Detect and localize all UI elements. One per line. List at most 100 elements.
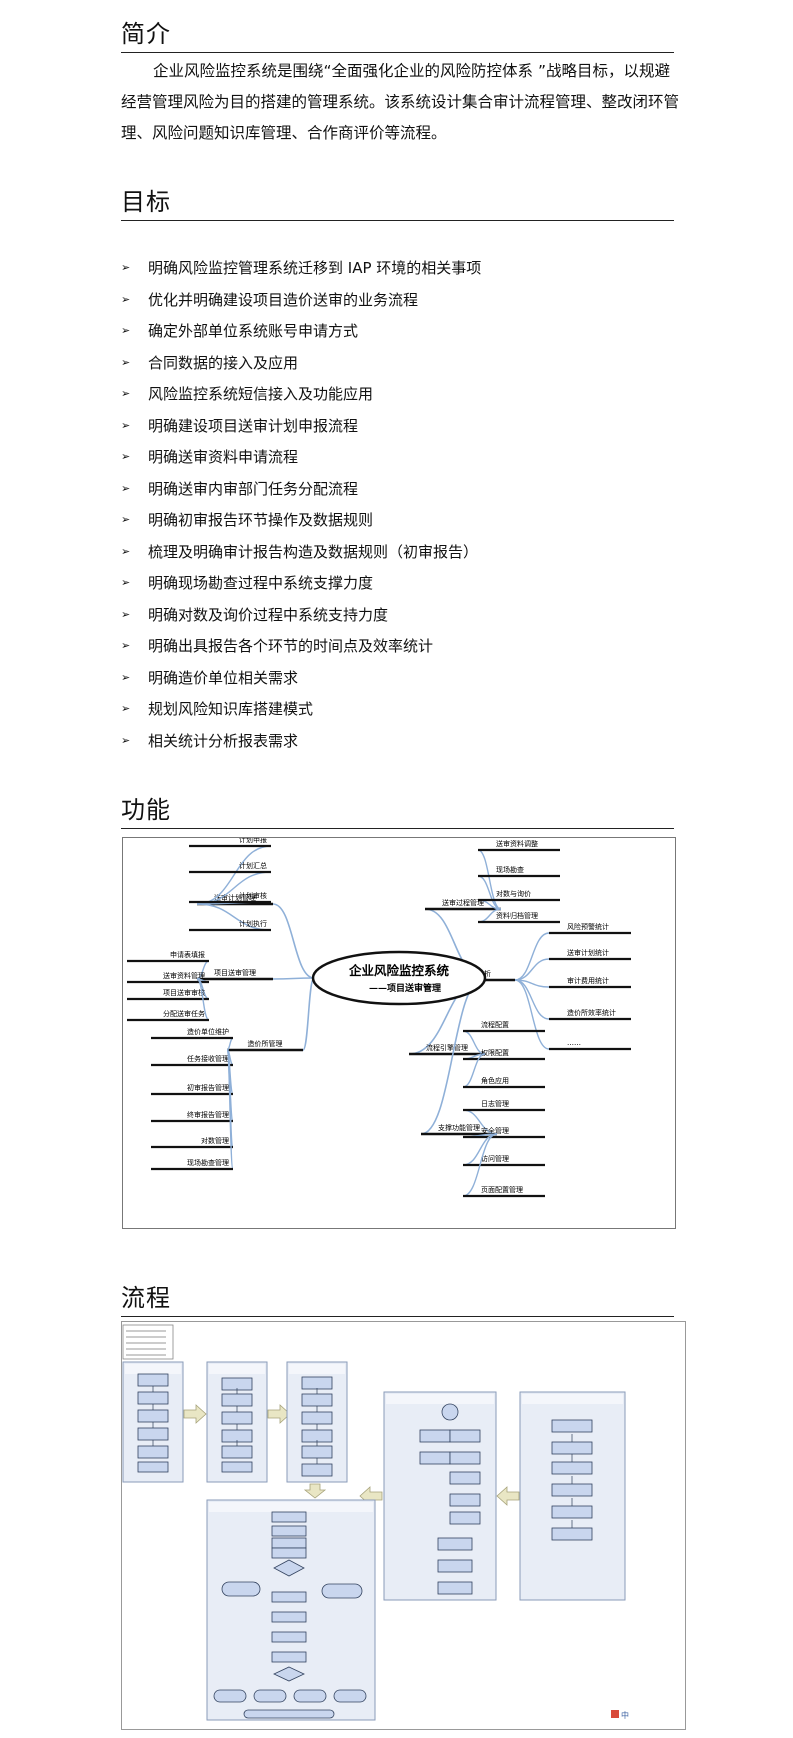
flow-corner-label: 中 — [621, 1710, 629, 1720]
flow-box — [137, 1461, 169, 1473]
flow-box — [551, 1483, 593, 1497]
flow-corner-icon — [611, 1710, 619, 1718]
flow-terminal — [213, 1689, 247, 1703]
mindmap-leaf-label: 审计费用统计 — [567, 976, 609, 985]
mindmap-leaf-label: 访问管理 — [481, 1154, 509, 1163]
mindmap-leaf-label: 项目送审审核 — [163, 988, 205, 997]
arrow-bullet-icon: ➢ — [121, 418, 131, 432]
arrow-bullet-icon: ➢ — [121, 702, 131, 715]
flow-arrow-left — [496, 1486, 520, 1506]
flow-box — [137, 1391, 169, 1405]
functions-rule — [121, 828, 674, 829]
goals-title: 目标 — [121, 188, 171, 216]
goal-item: ➢优化并明确建设项目造价送审的业务流程 — [121, 288, 481, 320]
flow-box — [551, 1505, 593, 1519]
flow-box — [437, 1581, 473, 1595]
mindmap-connector — [226, 1049, 234, 1170]
flow-box — [137, 1445, 169, 1459]
goals-list: ➢明确风险监控管理系统迁移到 IAP 环境的相关事项 ➢优化并明确建设项目造价送… — [121, 256, 481, 760]
mindmap-connector — [226, 1037, 234, 1051]
mindmap-diagram: 送审计划管理计划申报计划汇总计划审核计划执行项目送审管理申请表填报送审资料管理项… — [127, 835, 631, 1198]
arrow-bullet-icon: ➢ — [121, 639, 131, 652]
process-title: 流程 — [121, 1284, 171, 1312]
arrow-bullet-icon: ➢ — [121, 355, 131, 369]
flow-box — [437, 1559, 473, 1573]
flow-box — [221, 1411, 253, 1425]
arrow-bullet-icon: ➢ — [121, 733, 131, 747]
mindmap-connector — [514, 958, 550, 981]
goal-item: ➢相关统计分析报表需求 — [121, 729, 481, 761]
flow-box — [449, 1511, 481, 1525]
mindmap-leaf-label: 计划执行 — [239, 919, 267, 928]
goal-item: ➢规划风险知识库搭建模式 — [121, 697, 481, 729]
flow-terminal — [243, 1709, 335, 1719]
mindmap-leaf-label: 现场勘查管理 — [187, 1158, 229, 1167]
flow-box — [449, 1493, 481, 1507]
flow-terminal — [293, 1689, 327, 1703]
intro-paragraph-text: 企业风险监控系统是围绕“全面强化企业的风险防控体系 ”战略目标，以规避经营管理风… — [121, 62, 680, 142]
flow-box — [271, 1525, 307, 1537]
flow-decision — [273, 1666, 305, 1682]
arrow-bullet-icon: ➢ — [121, 387, 131, 400]
flow-box — [551, 1441, 593, 1455]
mindmap-leaf-label: 日志管理 — [481, 1099, 509, 1108]
flow-box — [301, 1393, 333, 1407]
mindmap-connector — [462, 1133, 498, 1197]
mindmap-connector — [196, 978, 210, 1021]
mindmap-leaf-label: 送审资料管理 — [163, 971, 205, 980]
arrow-bullet-icon: ➢ — [121, 324, 131, 337]
mindmap-leaf-label: 对数与询价 — [496, 889, 531, 898]
flow-panel-header — [386, 1394, 494, 1404]
arrow-bullet-icon: ➢ — [121, 481, 131, 495]
mindmap-branch-label: 送审计划管理 — [214, 893, 256, 902]
arrow-bullet-icon: ➢ — [121, 576, 131, 589]
mindmap-branch-label: 项目送审管理 — [214, 968, 256, 977]
goal-item: ➢风险监控系统短信接入及功能应用 — [121, 382, 481, 414]
functions-title: 功能 — [121, 796, 171, 824]
mindmap-leaf-label: 任务接收管理 — [187, 1054, 229, 1063]
flow-arrow-down — [303, 1483, 327, 1499]
flow-start-node — [441, 1403, 459, 1421]
mindmap-branch-label: 支撑功能管理 — [438, 1123, 480, 1132]
flow-box — [137, 1427, 169, 1441]
flow-box — [301, 1376, 333, 1390]
mindmap-figure: 送审计划管理计划申报计划汇总计划审核计划执行项目送审管理申请表填报送审资料管理项… — [122, 835, 676, 1229]
mindmap-leaf-label: 送审计划统计 — [567, 948, 609, 957]
flow-box — [221, 1461, 253, 1473]
arrow-bullet-icon: ➢ — [121, 513, 131, 526]
mindmap-leaf-label: 申请表填报 — [170, 950, 205, 959]
mindmap-center-subtitle: ——项目送审管理 — [369, 982, 441, 994]
flow-panel-header — [522, 1394, 623, 1404]
flow-box — [221, 1445, 253, 1459]
goal-item: ➢确定外部单位系统账号申请方式 — [121, 319, 481, 351]
flowchart-diagram: 中 — [122, 1324, 629, 1721]
flow-box — [137, 1409, 169, 1423]
flow-box — [449, 1471, 481, 1485]
mindmap-leaf-label: 对数管理 — [201, 1136, 229, 1145]
goals-rule — [121, 220, 674, 221]
flow-terminal — [321, 1583, 363, 1599]
flow-box — [449, 1451, 481, 1465]
flow-panel-header — [209, 1502, 373, 1512]
mindmap-leaf-label: 初审报告管理 — [187, 1083, 229, 1092]
arrow-bullet-icon: ➢ — [121, 261, 131, 274]
goal-item: ➢明确送审资料申请流程 — [121, 445, 481, 477]
goal-item: ➢明确送审内审部门任务分配流程 — [121, 477, 481, 509]
mindmap-leaf-label: 安全管理 — [481, 1126, 509, 1135]
flow-box — [551, 1527, 593, 1541]
mindmap-leaf-label: …… — [567, 1039, 581, 1047]
flow-box — [271, 1511, 307, 1523]
goal-item: ➢明确对数及询价过程中系统支持力度 — [121, 603, 481, 635]
arrow-bullet-icon: ➢ — [121, 450, 131, 463]
mindmap-leaf-label: 计划汇总 — [239, 861, 267, 870]
mindmap-center-ellipse — [311, 950, 487, 1006]
flow-legend — [122, 1324, 174, 1360]
mindmap-leaf-label: 终审报告管理 — [187, 1110, 229, 1119]
mindmap-leaf-label: 页面配置管理 — [481, 1185, 523, 1194]
flow-box — [221, 1393, 253, 1407]
flow-box — [301, 1411, 333, 1425]
flow-box — [271, 1631, 307, 1643]
flow-box — [437, 1537, 473, 1551]
flow-box — [271, 1611, 307, 1623]
flow-box — [419, 1429, 451, 1443]
